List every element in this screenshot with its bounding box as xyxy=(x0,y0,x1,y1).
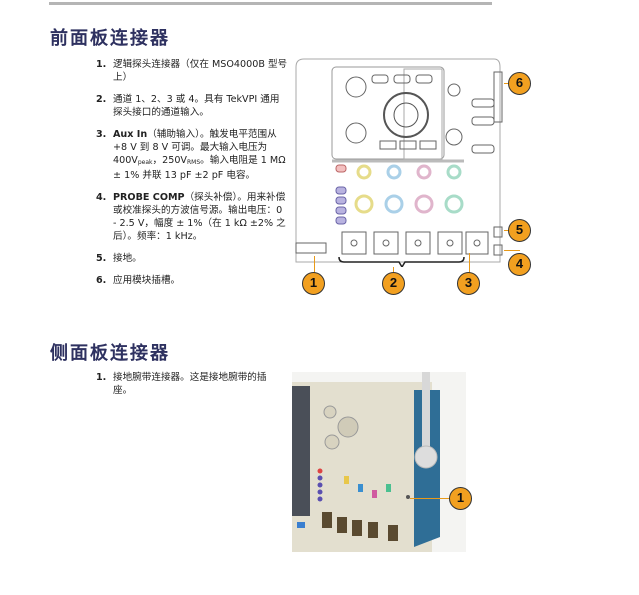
side-connector-list: 1. 接地腕带连接器。这是接地腕带的插座。 xyxy=(96,371,282,406)
oscilloscope-photo xyxy=(292,372,466,552)
front-connector-list: 1. 逻辑探头连接器（仅在 MSO4000B 型号上） 2. 通道 1、2、3 或 … xyxy=(96,58,288,296)
list-item: 3. Aux In（辅助输入）。触发电平范围从 +8 V 到 8 V 可调。最大输… xyxy=(96,128,288,182)
subscript: RMS xyxy=(187,159,201,166)
callout-5: 5 xyxy=(508,219,531,242)
list-item: 2. 通道 1、2、3 或 4。具有 TekVPI 通用探头接口的通道输入。 xyxy=(96,93,288,119)
item-number: 4. xyxy=(96,192,107,203)
subscript: peak xyxy=(137,159,153,166)
item-text: 通道 1、2、3 或 4。具有 TekVPI 通用探头接口的通道输入。 xyxy=(113,94,280,118)
front-panel-figure: 1 2 3 4 5 6 xyxy=(294,57,544,297)
item-number: 5. xyxy=(96,253,107,264)
callout-4: 4 xyxy=(508,253,531,276)
list-item: 1. 逻辑探头连接器（仅在 MSO4000B 型号上） xyxy=(96,58,288,84)
callout-1: 1 xyxy=(449,487,472,510)
header-rule xyxy=(49,2,492,5)
list-item: 4. PROBE COMP（探头补偿）。用来补偿或校准探头的方波信号源。输出电压：… xyxy=(96,191,288,243)
item-text: 。输入电阻是 1 MΩ ± 1% 并联 13 pF ±2 pF 电容。 xyxy=(113,155,286,181)
item-number: 3. xyxy=(96,129,107,140)
item-number: 1. xyxy=(96,59,107,70)
item-text: （辅助输入）。触发电平范围从 +8 V 到 8 V 可调。最大输入电压为 400… xyxy=(113,129,277,166)
callout-2: 2 xyxy=(382,272,405,295)
item-text: ，250V xyxy=(152,155,187,166)
item-number: 2. xyxy=(96,94,107,105)
item-text: （探头补偿）。用来补偿或校准探头的方波信号源。输出电压：0 - 2.5 V，幅度… xyxy=(113,192,286,242)
list-item: 5. 接地。 xyxy=(96,252,288,265)
section-title-front: 前面板连接器 xyxy=(50,28,170,49)
callout-3: 3 xyxy=(457,272,480,295)
item-text: 接地腕带连接器。这是接地腕带的插座。 xyxy=(113,372,267,396)
side-panel-photo: 1 xyxy=(292,372,477,554)
item-term: PROBE COMP xyxy=(113,192,185,203)
list-item: 1. 接地腕带连接器。这是接地腕带的插座。 xyxy=(96,371,282,397)
callout-1: 1 xyxy=(302,272,325,295)
list-item: 6. 应用模块插槽。 xyxy=(96,274,288,287)
item-number: 6. xyxy=(96,275,107,286)
item-text: 逻辑探头连接器（仅在 MSO4000B 型号上） xyxy=(113,59,288,83)
item-number: 1. xyxy=(96,372,107,383)
item-text: 接地。 xyxy=(113,253,142,264)
item-text: 应用模块插槽。 xyxy=(113,275,181,286)
callout-6: 6 xyxy=(508,72,531,95)
section-title-side: 侧面板连接器 xyxy=(50,343,170,364)
front-panel-diagram xyxy=(295,58,503,267)
item-term: Aux In xyxy=(113,129,148,140)
